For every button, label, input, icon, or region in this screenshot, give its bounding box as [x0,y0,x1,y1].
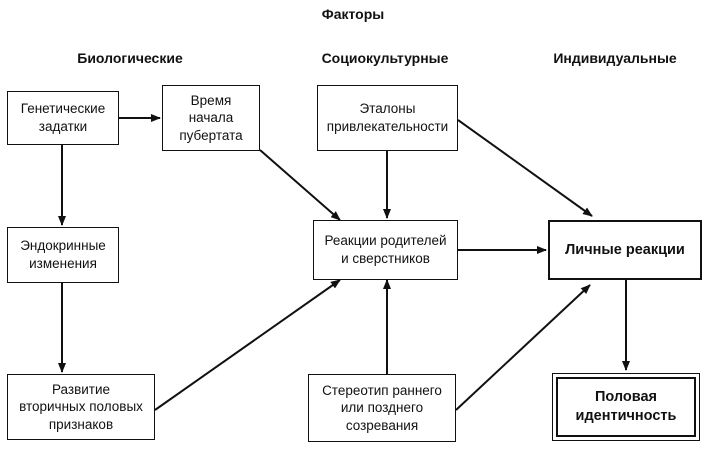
biological-header: Биологические [77,50,183,66]
node-reactions: Реакции родителей и сверстников [313,220,458,280]
node-gender-identity: Половая идентичность [552,373,700,441]
arrow-secondary-to-reactions [154,279,341,411]
node-puberty-time: Время начала пубертата [162,85,260,151]
node-personal-reactions: Личные реакции [548,220,702,280]
node-stereotype: Стереотип раннего или позднего созревани… [308,374,456,442]
arrow-standards-to-personal [457,119,593,217]
node-endocrine: Эндокринные изменения [7,227,119,283]
arrow-puberty-to-reactions [259,149,341,221]
node-standards: Эталоны привлекательности [317,85,458,151]
node-genetic: Генетические задатки [7,91,119,145]
arrow-stereotype-to-personal [455,284,591,411]
node-secondary: Развитие вторичных половых признаков [7,374,155,440]
factors-title: Факторы [321,6,385,22]
individual-header: Индивидуальные [553,50,677,66]
sociocultural-header: Социокультурные [321,50,449,66]
